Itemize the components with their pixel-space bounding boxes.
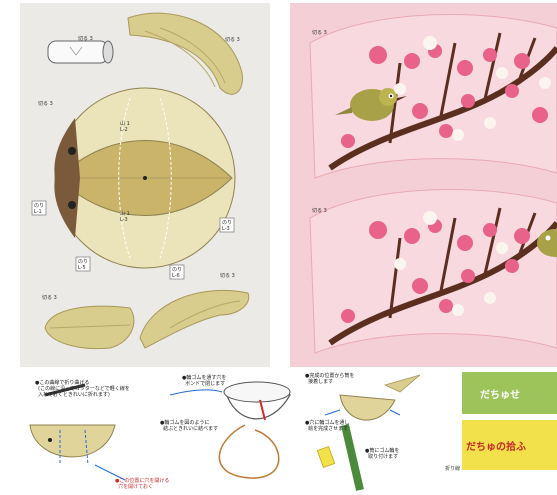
glue-tab-label: のり L-1: [34, 203, 44, 215]
instruction-step-6: ●穴に輪ゴムを通し 絵を完成させます: [305, 420, 349, 432]
cut-label: 切る 3: [38, 101, 53, 107]
sticker-text-bottom: だちゅの拾ふ: [466, 438, 526, 453]
plum-blossom-artwork: [290, 3, 557, 367]
cut-label: 切る 3: [220, 273, 235, 279]
sticker-yellow-strip: だちゅの拾ふ: [462, 420, 557, 470]
instruction-step-1: ●この曲線で折り曲げる (この線に沿ってカッターなどで軽く線を 入れておくときれ…: [35, 380, 130, 398]
cut-label: 切る 3: [42, 295, 57, 301]
instruction-step-2: ●この位置に穴を開ける 穴を開けておく: [115, 478, 169, 490]
fold-label: 山 1 L-2: [120, 121, 130, 133]
fold-line-label: 折り線: [445, 465, 460, 472]
sticker-green-strip: だちゅせ: [462, 372, 557, 414]
fold-label: 山 1 L-3: [120, 211, 130, 223]
papercraft-template-panel: 切る 3 切る 3 切る 3 切る 3 切る 3 山 1 L-2 山 1 L-3…: [20, 3, 270, 367]
glue-tab-label: のり L-3: [222, 220, 232, 232]
instruction-step-5: ●完成の位置から筒を 接着します: [305, 373, 354, 385]
cut-label: 切る 3: [78, 36, 93, 42]
glue-tab-label: のり L-6: [172, 267, 182, 279]
sticker-panel: だちゅせ だちゅの拾ふ: [462, 372, 557, 470]
cut-label: 切る 3: [312, 30, 327, 36]
instruction-step-7: ●筒にゴム輪を 取り付けます: [365, 448, 399, 460]
sticker-text-top: だちゅせ: [480, 386, 520, 401]
plum-blossom-background-panel: 切る 3 切る 3: [290, 3, 557, 367]
cut-label: 切る 3: [225, 37, 240, 43]
instruction-step-3: ●輪ゴムを通す穴を ボンドで閉じます: [182, 375, 226, 387]
bird-body-template-drawing: [20, 3, 270, 367]
cut-label: 切る 3: [312, 208, 327, 214]
glue-tab-label: のり L-5: [78, 259, 88, 271]
instruction-step-4: ●輪ゴムを図のように 結ぶときれいに結べます: [160, 420, 218, 432]
